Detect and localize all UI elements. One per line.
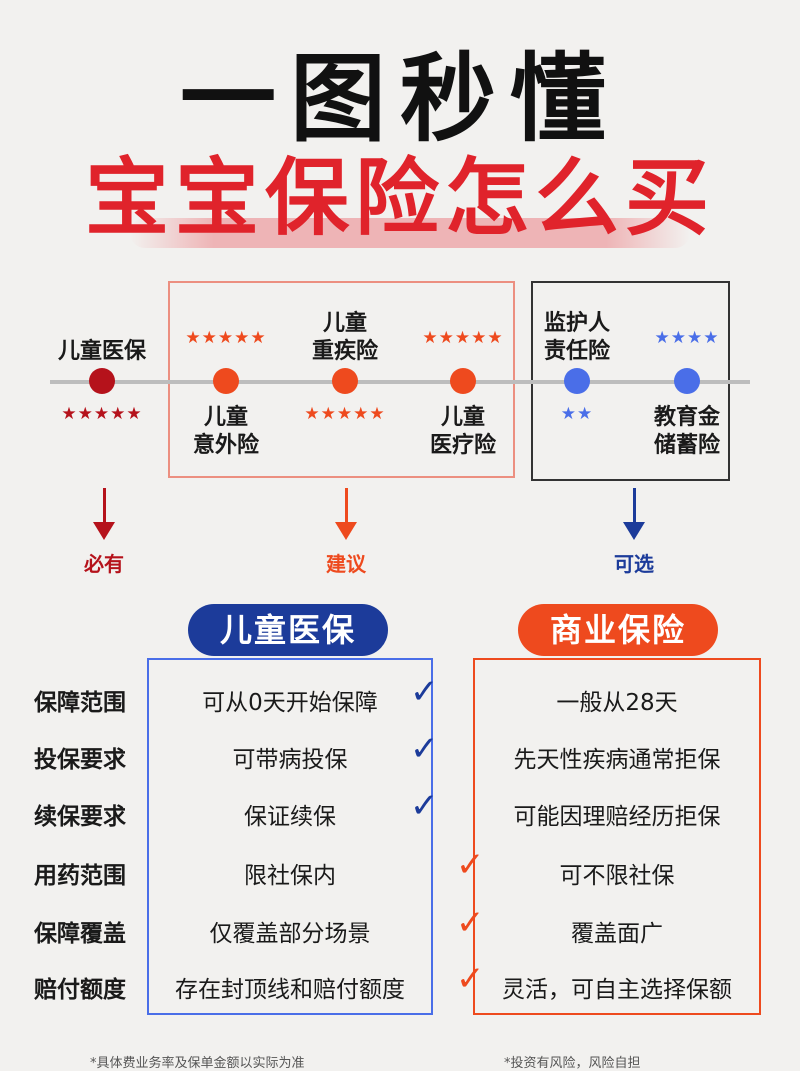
timeline-item-stars-guardian: ★★ bbox=[560, 404, 594, 424]
title-line-1: 一图秒懂 bbox=[180, 43, 620, 155]
check-icon: ✓ bbox=[456, 903, 485, 943]
footnote-right: *投资有风险，风险自担 bbox=[504, 1056, 641, 1071]
timeline-item-stars-medical: ★★★★★ bbox=[61, 404, 143, 424]
timeline-item-label-education: 教育金 储蓄险 bbox=[653, 405, 720, 458]
timeline-dot-guardian bbox=[564, 368, 590, 394]
left-cell: 仅覆盖部分场景 bbox=[209, 921, 371, 947]
right-cell: 可不限社保 bbox=[559, 863, 675, 889]
timeline-axis bbox=[50, 380, 750, 384]
row-label: 用药范围 bbox=[34, 863, 126, 889]
arrow-head-icon bbox=[623, 522, 645, 540]
left-cell: 存在封顶线和赔付额度 bbox=[175, 977, 405, 1003]
row-label: 保障范围 bbox=[34, 690, 126, 716]
check-icon: ✓ bbox=[410, 729, 439, 769]
left-cell: 保证续保 bbox=[244, 804, 336, 830]
arrow-head-icon bbox=[93, 522, 115, 540]
arrow-down-icon bbox=[345, 488, 348, 524]
timeline-item-stars-accident: ★★★★★ bbox=[185, 328, 267, 348]
timeline-dot-medical-ins bbox=[450, 368, 476, 394]
arrow-down-icon bbox=[103, 488, 106, 524]
check-icon: ✓ bbox=[456, 845, 485, 885]
left-column-frame bbox=[147, 658, 433, 1015]
suggested-group-frame bbox=[168, 281, 515, 478]
category-label-optional: 可选 bbox=[614, 552, 654, 576]
timeline-item-stars-critical: ★★★★★ bbox=[304, 404, 386, 424]
right-cell: 可能因理赔经历拒保 bbox=[513, 804, 721, 830]
timeline-item-label-critical: 儿童 重疾险 bbox=[311, 311, 378, 364]
check-icon: ✓ bbox=[410, 786, 439, 826]
left-cell: 限社保内 bbox=[244, 863, 336, 889]
right-column-title: 商业保险 bbox=[518, 604, 718, 656]
timeline-item-label-guardian: 监护人 责任险 bbox=[543, 311, 610, 364]
arrow-down-icon bbox=[633, 488, 636, 524]
timeline-item-label-accident: 儿童 意外险 bbox=[192, 405, 259, 458]
title-highlight-brush bbox=[130, 218, 690, 248]
row-label: 续保要求 bbox=[34, 804, 126, 830]
row-label: 投保要求 bbox=[34, 747, 126, 773]
timeline-item-label-medical: 儿童医保 bbox=[57, 339, 146, 364]
right-cell: 覆盖面广 bbox=[571, 921, 663, 947]
row-label: 保障覆盖 bbox=[34, 921, 126, 947]
timeline-dot-education bbox=[674, 368, 700, 394]
left-column-title: 儿童医保 bbox=[188, 604, 388, 656]
right-column-frame bbox=[473, 658, 761, 1015]
left-cell: 可从0天开始保障 bbox=[202, 690, 378, 716]
footnote-left: *具体费业务率及保单金额以实际为准 bbox=[90, 1056, 305, 1071]
check-icon: ✓ bbox=[456, 959, 485, 999]
row-label: 赔付额度 bbox=[34, 977, 126, 1003]
timeline-dot-critical bbox=[332, 368, 358, 394]
title-line-2: 宝宝保险怎么买 bbox=[84, 149, 715, 247]
timeline-item-stars-education: ★★★★ bbox=[654, 328, 720, 348]
arrow-head-icon bbox=[335, 522, 357, 540]
timeline-dot-accident bbox=[213, 368, 239, 394]
category-label-required: 必有 bbox=[84, 552, 124, 576]
right-cell: 灵活，可自主选择保额 bbox=[502, 977, 732, 1003]
timeline-item-stars-medical-ins: ★★★★★ bbox=[422, 328, 504, 348]
right-cell: 先天性疾病通常拒保 bbox=[513, 747, 721, 773]
right-cell: 一般从28天 bbox=[556, 690, 678, 716]
category-label-suggested: 建议 bbox=[326, 552, 366, 576]
timeline-item-label-medical-ins: 儿童 医疗险 bbox=[429, 405, 496, 458]
timeline-dot-medical bbox=[89, 368, 115, 394]
check-icon: ✓ bbox=[410, 672, 439, 712]
left-cell: 可带病投保 bbox=[232, 747, 348, 773]
